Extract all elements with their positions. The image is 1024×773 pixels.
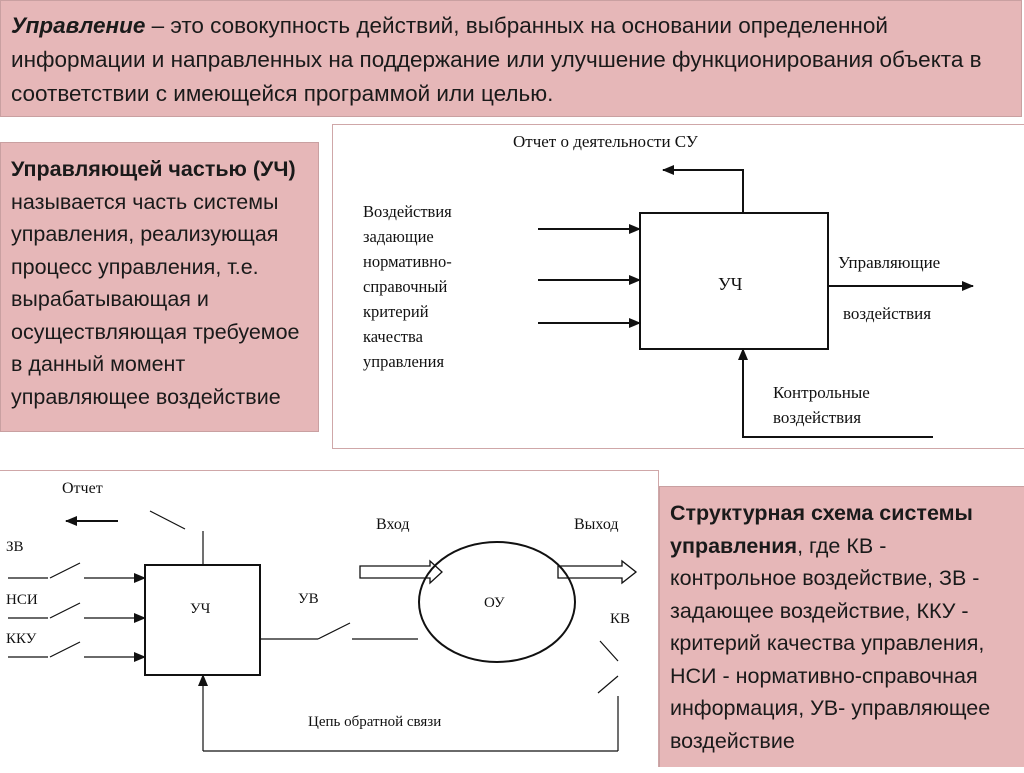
- definition-paragraph: Управление – это совокупность действий, …: [11, 9, 1011, 111]
- input-label-line-6: качества: [363, 327, 424, 346]
- kku-switch: [49, 641, 81, 658]
- input-label: Вход: [376, 516, 410, 533]
- zv-label: ЗВ: [6, 539, 24, 555]
- uc-definition-panel: Управляющей частью (УЧ) называется часть…: [0, 142, 319, 432]
- input-label-line-7: управления: [363, 352, 444, 371]
- kv-switch: [597, 675, 619, 694]
- nsi-switch: [49, 602, 81, 619]
- input-label-line-1: Воздействия: [363, 202, 452, 221]
- kv-label: КВ: [610, 611, 630, 627]
- object-label: ОУ: [484, 595, 505, 611]
- structure-diagram-frame: Отчет ЗВ НСИ ККУ УЧ УВ Вход Выход ОУ: [0, 470, 659, 767]
- control-label-line-2: воздействия: [773, 408, 861, 427]
- definition-term: Управление: [11, 13, 146, 38]
- feedback-label: Цепь обратной связи: [308, 714, 441, 730]
- output-label-line-2: воздействия: [843, 304, 931, 323]
- definition-panel: Управление – это совокупность действий, …: [0, 0, 1022, 117]
- output-label: Выход: [574, 516, 619, 533]
- nsi-label: НСИ: [6, 592, 38, 608]
- report-arrow: [662, 165, 744, 213]
- object-ellipse: [418, 541, 576, 663]
- definition-text: – это совокупность действий, выбранных н…: [11, 13, 982, 106]
- structure-note-term: Структурная схема системы управления: [670, 501, 973, 558]
- input-label-line-3: нормативно-: [363, 252, 452, 271]
- report-label: Отчет: [62, 480, 103, 497]
- output-label-line-1: Управляющие: [838, 253, 940, 272]
- input-label-line-5: критерий: [363, 302, 429, 321]
- uc-block: [144, 564, 261, 676]
- structure-diagram: Отчет ЗВ НСИ ККУ УЧ УВ Вход Выход ОУ: [6, 480, 638, 752]
- report-switch: [149, 510, 186, 530]
- uc-block-label: УЧ: [190, 601, 211, 617]
- control-label-line-1: Контрольные: [773, 383, 870, 402]
- structure-note-text: , где КВ - контрольное воздействие, ЗВ -…: [670, 533, 991, 753]
- uc-definition-text: называется часть системы управления, реа…: [11, 189, 300, 409]
- input-arrow: [359, 559, 443, 585]
- structure-note-paragraph: Структурная схема системы управления, гд…: [670, 497, 1014, 757]
- control-arrow: [738, 348, 933, 438]
- uc-definition-term: Управляющей частью (УЧ): [11, 157, 296, 181]
- uc-block-label: УЧ: [718, 274, 743, 294]
- uv-label: УВ: [298, 591, 319, 607]
- kku-label: ККУ: [6, 631, 37, 647]
- uv-switch: [317, 622, 351, 640]
- structure-note-panel: Структурная схема системы управления, гд…: [659, 486, 1024, 767]
- uc-diagram: Отчет о деятельности СУ УЧ Воздействия з…: [363, 132, 974, 438]
- kv-lead: [599, 640, 619, 662]
- report-label: Отчет о деятельности СУ: [513, 132, 699, 151]
- zv-switch: [49, 562, 81, 579]
- input-label-line-4: справочный: [363, 277, 447, 296]
- input-label-line-2: задающие: [363, 227, 434, 246]
- uc-diagram-frame: Отчет о деятельности СУ УЧ Воздействия з…: [332, 124, 1024, 449]
- uc-definition-paragraph: Управляющей частью (УЧ) называется часть…: [11, 153, 308, 413]
